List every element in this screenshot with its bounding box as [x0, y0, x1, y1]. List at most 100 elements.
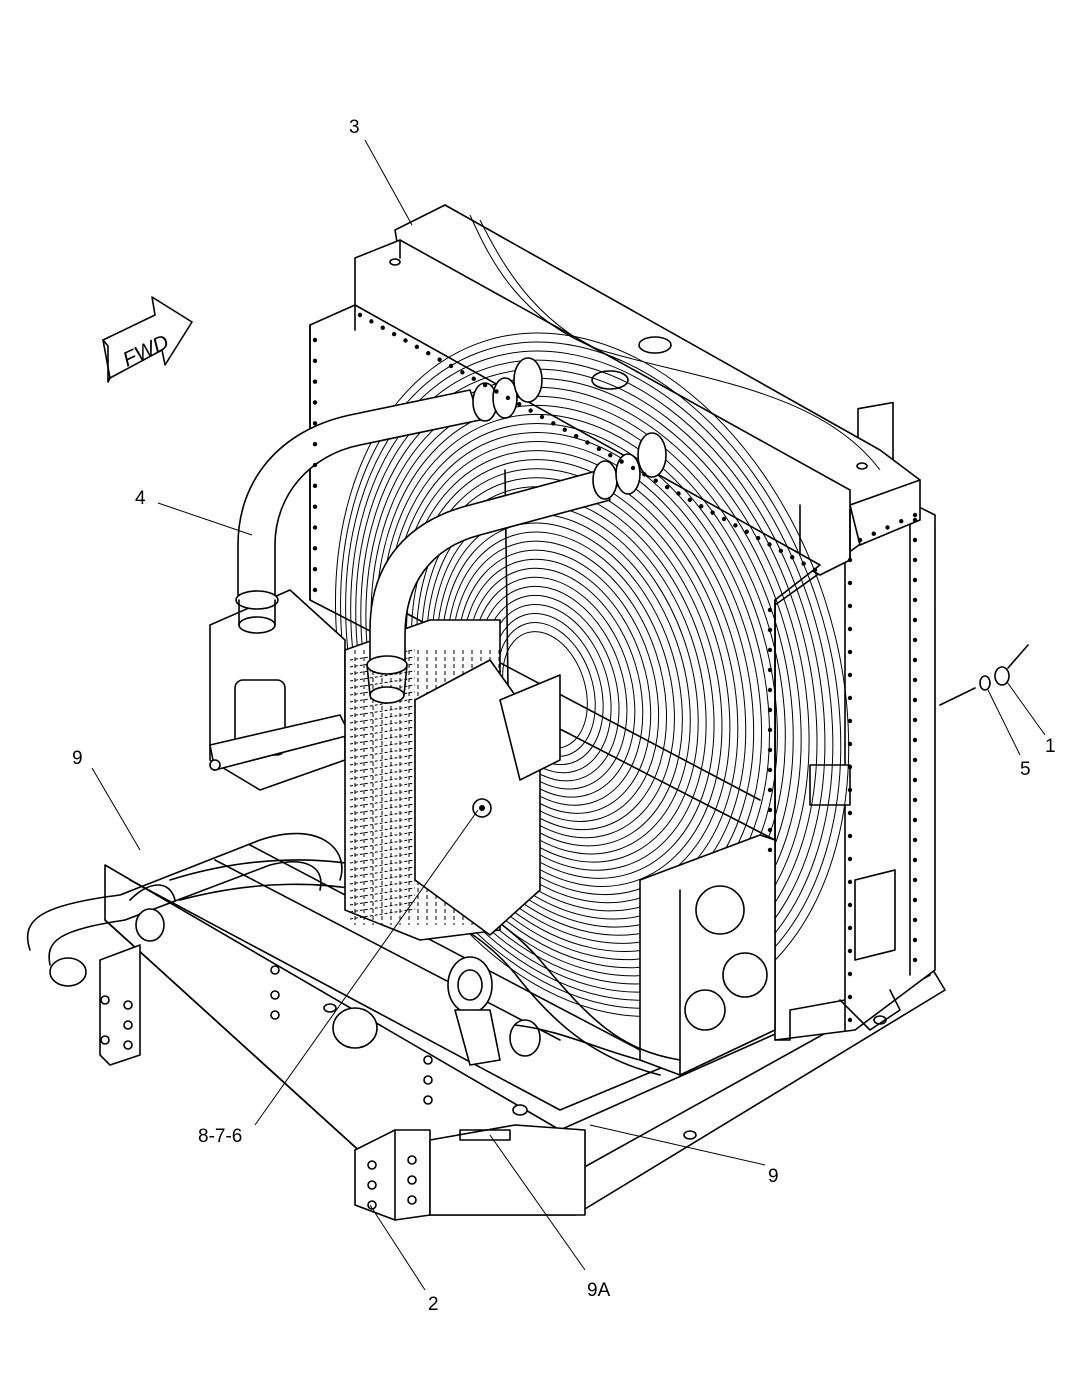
bolt	[312, 441, 318, 447]
bolt	[912, 757, 918, 763]
bolt	[847, 764, 853, 770]
bolt	[912, 797, 918, 803]
bolt	[885, 525, 890, 530]
cooler-fin	[349, 677, 416, 689]
bolt	[357, 312, 363, 318]
bolt	[312, 400, 318, 405]
bolt	[664, 484, 670, 490]
bolt	[847, 902, 853, 908]
bolt	[912, 577, 918, 583]
lower-shroud	[639, 834, 776, 1076]
cooler-fin	[349, 754, 416, 766]
bolt	[847, 603, 853, 609]
bolt	[847, 1017, 853, 1023]
bolt	[767, 707, 773, 713]
bolt	[847, 626, 853, 632]
bolt	[767, 827, 773, 833]
bolt	[312, 504, 318, 509]
bolt	[380, 325, 385, 330]
fwd-arrow-icon: FWD	[102, 296, 193, 383]
bolt	[912, 737, 918, 743]
bolt	[312, 525, 318, 530]
bolt	[912, 697, 918, 703]
bolt	[517, 402, 522, 407]
bolt	[687, 497, 693, 503]
bolt	[767, 747, 773, 753]
callout-9-left: 9	[72, 748, 83, 769]
bolt	[912, 657, 918, 663]
bolt	[630, 465, 636, 471]
bolt	[653, 478, 658, 483]
cooler-fin	[349, 817, 416, 829]
bolt	[562, 427, 567, 432]
bolt	[744, 529, 749, 534]
cooler-fin	[349, 705, 416, 717]
bolt	[847, 948, 853, 954]
callout-5: 5	[1020, 759, 1031, 780]
left-mount	[99, 944, 433, 1105]
bolt	[912, 877, 918, 883]
cooler-fin	[349, 761, 416, 773]
front-bracket	[354, 1124, 586, 1221]
bolt	[912, 717, 918, 723]
bolt	[767, 787, 773, 793]
bolt	[391, 331, 397, 337]
cooler-fin	[349, 803, 416, 815]
bolt	[710, 510, 715, 515]
callout-3: 3	[349, 117, 360, 138]
bolt	[847, 810, 853, 816]
bolt	[767, 667, 773, 673]
bolt	[369, 319, 374, 324]
bolt	[847, 787, 853, 793]
bolt	[847, 557, 853, 563]
callout-8-7-6: 8-7-6	[198, 1126, 242, 1147]
cooler-fin	[349, 908, 416, 920]
cooler-fin	[349, 789, 416, 801]
bolt	[912, 777, 918, 783]
cooler-fin	[349, 894, 416, 906]
cooler-fin	[349, 810, 416, 822]
bolt	[912, 512, 918, 518]
cooler-fin	[349, 775, 416, 787]
bolt	[912, 897, 918, 903]
bolt	[847, 833, 853, 839]
bolt	[460, 370, 465, 375]
bolt	[847, 925, 853, 931]
callout-1: 1	[1045, 736, 1056, 757]
bolt	[912, 537, 918, 543]
callout-9-right: 9	[768, 1166, 779, 1187]
bolt	[426, 351, 431, 356]
bolt	[312, 587, 318, 593]
bolt	[312, 337, 318, 343]
bolt	[312, 483, 318, 489]
bolt	[471, 376, 476, 381]
bolt	[767, 542, 772, 547]
bolt	[912, 937, 918, 943]
cooler-fin	[349, 831, 416, 843]
bolt	[912, 597, 918, 603]
cooler-fin	[349, 768, 416, 780]
cooler-fin	[349, 859, 416, 871]
bolt	[847, 718, 853, 724]
bolt	[573, 433, 579, 439]
bolt	[847, 649, 853, 655]
cooler-fin	[349, 740, 416, 752]
bolt	[767, 807, 773, 813]
bolt	[312, 566, 318, 572]
callout-9a: 9A	[587, 1280, 611, 1301]
bolt	[619, 459, 624, 464]
bolt	[912, 957, 918, 963]
bolt	[912, 857, 918, 863]
callout-2: 2	[428, 1294, 439, 1315]
bolt	[871, 531, 876, 536]
cooler-fin	[349, 747, 416, 759]
bolt	[403, 338, 408, 343]
bolt	[596, 446, 602, 452]
bolt	[448, 363, 454, 369]
bolt	[912, 677, 918, 683]
bolt	[721, 516, 727, 522]
top-tank	[354, 204, 921, 576]
bolt	[767, 687, 773, 693]
